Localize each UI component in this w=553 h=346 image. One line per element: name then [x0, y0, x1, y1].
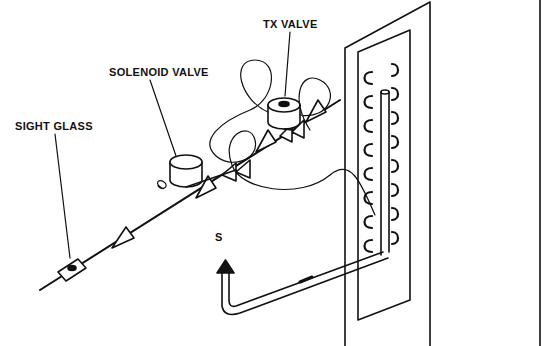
header-cap	[381, 90, 389, 94]
tx-valve	[268, 98, 304, 142]
leader-lines	[55, 32, 290, 258]
capillary-tube	[210, 60, 375, 215]
callout-letter: S	[214, 231, 224, 243]
suction-line	[222, 252, 388, 314]
coil-panel	[358, 30, 410, 320]
sight-glass	[58, 259, 86, 281]
flare-fittings	[112, 100, 326, 248]
pipe-clamp	[300, 277, 312, 282]
housing-outline	[345, 0, 540, 346]
suction-header	[381, 92, 389, 255]
part-label: SIGHT GLASS	[14, 120, 94, 132]
part-label: SOLENOID VALVE	[108, 66, 210, 78]
flow-arrow	[217, 260, 234, 273]
part-label: TX VALVE	[262, 18, 319, 30]
